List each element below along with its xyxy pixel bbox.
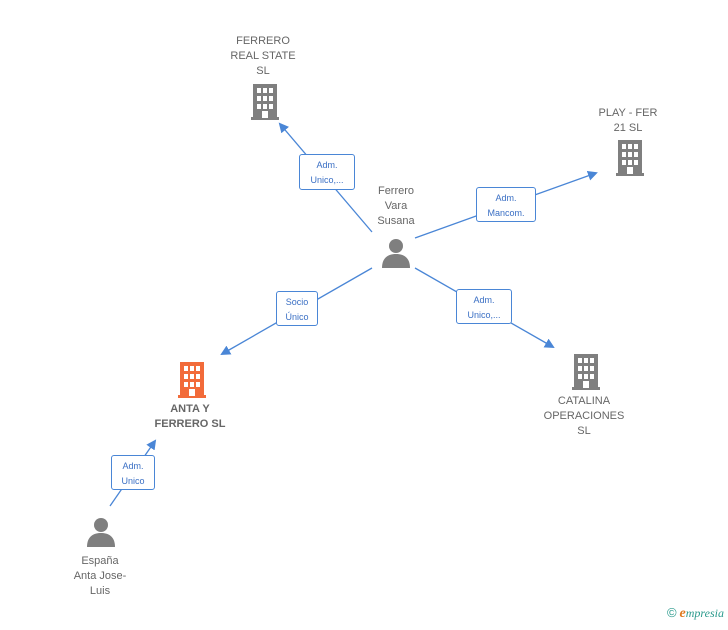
play-fer-building-icon <box>616 140 644 176</box>
copyright-icon: © <box>666 605 677 620</box>
espana-anta-person-icon <box>87 518 115 547</box>
edge-label-adm-unico-3[interactable]: Adm. Unico <box>111 455 155 490</box>
node-label-play-fer[interactable]: PLAY - FER 21 SL <box>598 107 658 134</box>
node-label-catalina[interactable]: CATALINA OPERACIONES SL <box>543 395 625 437</box>
anta-ferrero-building-icon <box>178 362 206 398</box>
edge-label-socio-unico[interactable]: Socio Único <box>276 291 318 326</box>
empresia-logo-text: mpresia <box>685 606 724 620</box>
node-label-ferrero-vara[interactable]: Ferrero Vara Susana <box>377 185 415 227</box>
ferrero-real-state-building-icon <box>251 84 279 120</box>
edge-label-adm-unico-1[interactable]: Adm. Unico,... <box>299 154 355 190</box>
node-label-ferrero-real-state[interactable]: FERRERO REAL STATE SL <box>230 35 296 77</box>
edge-label-adm-mancom[interactable]: Adm. Mancom. <box>476 187 536 222</box>
node-label-anta-ferrero[interactable]: ANTA Y FERRERO SL <box>154 403 226 430</box>
node-label-espana-anta[interactable]: España Anta Jose- Luis <box>73 555 127 597</box>
catalina-building-icon <box>572 354 600 390</box>
empresia-footer-logo: ©empresia <box>667 605 724 622</box>
edge-label-adm-unico-2[interactable]: Adm. Unico,... <box>456 289 512 324</box>
ferrero-vara-person-icon <box>382 239 410 268</box>
empresia-logo-e: e <box>679 606 686 621</box>
